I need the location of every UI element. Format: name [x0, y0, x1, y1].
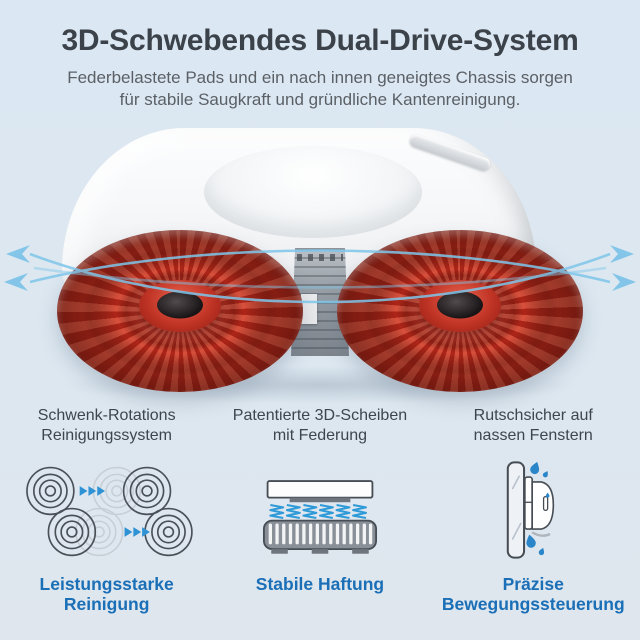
feature-grip: Rutschsicher auf nassen Fenstern	[427, 400, 640, 614]
feature-rotation: Schwenk-Rotations Reinigungssystem	[0, 400, 213, 614]
spring-suspension-disc-icon	[262, 479, 377, 554]
feature-heading: Patentierte 3D-Scheiben mit Federung	[232, 407, 408, 444]
page-subtitle: Federbelastete Pads und ein nach innen g…	[67, 68, 573, 110]
rotating-pads-icon	[25, 466, 193, 557]
features-row: Schwenk-Rotations Reinigungssystem	[0, 400, 640, 614]
feature-label: Präzise Bewegungssteuerung	[441, 574, 625, 615]
feature-suspension: Patentierte 3D-Scheiben mit Federung	[213, 400, 426, 614]
pad-hub-hole-left	[157, 291, 203, 319]
product-photo	[0, 118, 640, 408]
page-title: 3D-Schwebendes Dual-Drive-System	[61, 24, 579, 57]
robot-top-recess	[204, 146, 422, 238]
header: 3D-Schwebendes Dual-Drive-System Federbe…	[0, 0, 640, 112]
feature-label: Stabile Haftung	[255, 574, 385, 594]
pad-hub-hole-right	[437, 291, 483, 319]
certification-marks	[297, 254, 343, 261]
airflow-arrows-icon	[4, 245, 636, 304]
feature-heading: Rutschsicher auf nassen Fenstern	[473, 407, 593, 444]
wet-window-grip-icon	[507, 461, 555, 559]
feature-label: Leistungsstarke Reinigung	[39, 574, 174, 615]
feature-heading: Schwenk-Rotations Reinigungssystem	[37, 407, 176, 444]
